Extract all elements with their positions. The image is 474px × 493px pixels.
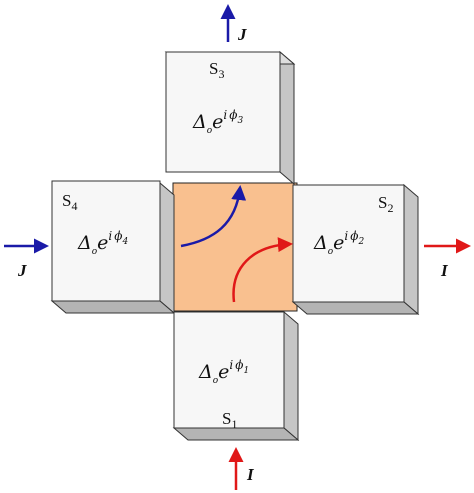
s1-label: S1 xyxy=(222,409,237,431)
output-i-label: I xyxy=(440,261,449,280)
superconductor-s4 xyxy=(50,180,176,315)
central-region xyxy=(172,182,298,312)
s2-label: S2 xyxy=(378,193,393,215)
s3-label: S3 xyxy=(209,59,224,81)
superconductor-s1 xyxy=(172,310,300,442)
input-i-label: I xyxy=(246,465,255,484)
output-j-label: J xyxy=(237,25,247,44)
blue-curved-arrow xyxy=(180,185,247,248)
superconductor-s2 xyxy=(291,183,420,316)
superconductor-s3 xyxy=(164,50,296,186)
s4-label: S4 xyxy=(62,191,77,213)
input-j-label: J xyxy=(17,261,27,280)
red-curved-arrow xyxy=(232,237,293,303)
